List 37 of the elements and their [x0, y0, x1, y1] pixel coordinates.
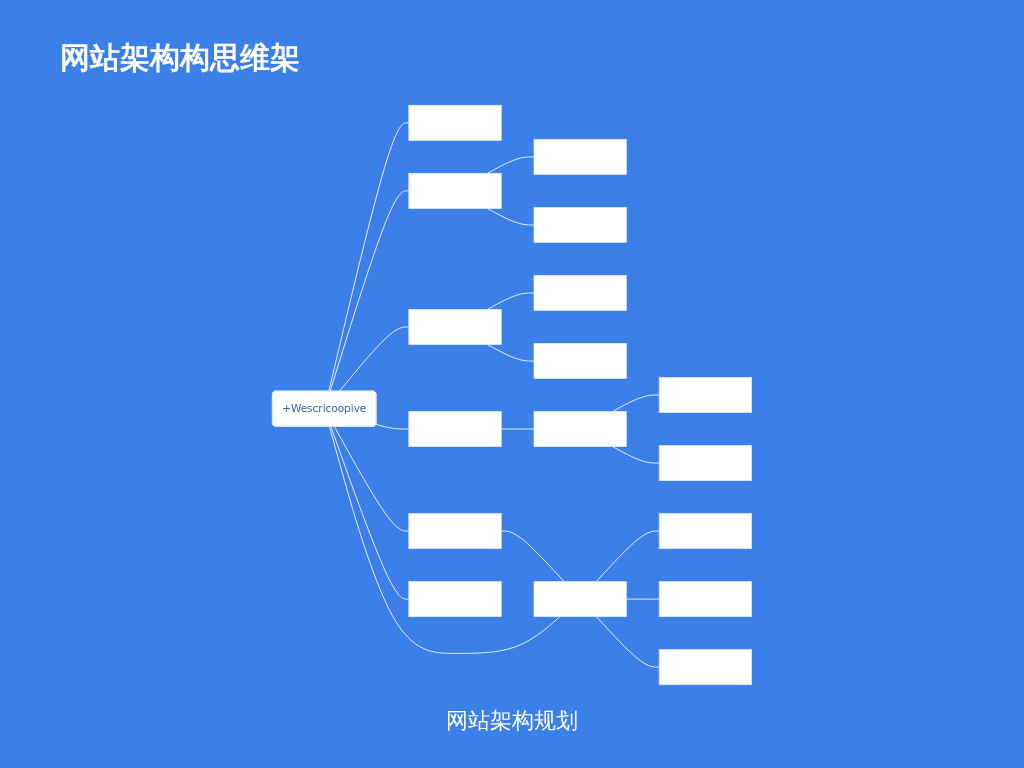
node-box — [408, 172, 502, 209]
node-box — [533, 411, 627, 447]
connector — [330, 426, 410, 600]
connector — [375, 423, 410, 430]
diagram-title: 网站架构构思维架 — [60, 39, 300, 77]
node-box — [533, 581, 627, 618]
connector — [329, 190, 410, 392]
node-box — [408, 104, 502, 141]
connector — [625, 598, 660, 600]
connector — [338, 326, 410, 392]
node-box — [408, 309, 502, 345]
connector — [328, 122, 410, 392]
connector — [500, 530, 565, 582]
connector — [500, 428, 535, 430]
connector — [487, 344, 535, 362]
diagram-caption: 网站架构规划 — [445, 707, 579, 735]
connector — [487, 156, 535, 174]
connector — [612, 394, 660, 412]
node-box — [533, 138, 627, 175]
connector — [487, 208, 535, 226]
node-box — [533, 343, 627, 379]
connector — [596, 530, 660, 582]
node-box — [658, 581, 752, 618]
connector — [596, 616, 660, 668]
node-box — [658, 377, 752, 413]
connector — [612, 446, 660, 464]
node-box — [408, 411, 502, 447]
node-box — [658, 649, 752, 686]
node-box — [408, 581, 502, 618]
node-box — [658, 445, 752, 481]
node-box — [533, 274, 627, 311]
connector — [333, 426, 410, 532]
connector — [487, 292, 535, 310]
node-box — [658, 513, 752, 550]
node-box — [408, 513, 502, 550]
connector — [329, 426, 561, 654]
node-box — [533, 206, 627, 243]
